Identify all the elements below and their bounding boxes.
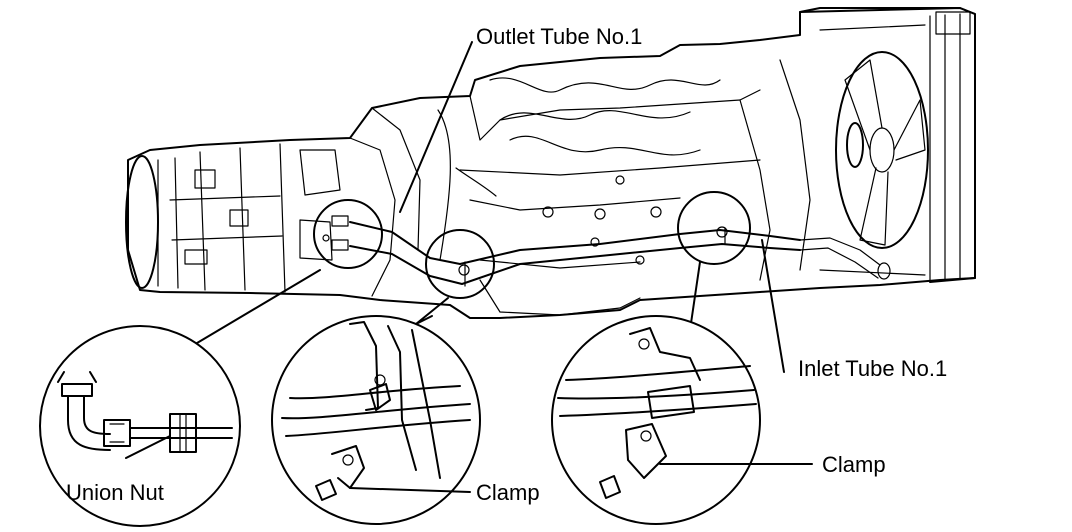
center-clamp-bolt — [458, 264, 470, 276]
label-clamp-right: Clamp — [822, 452, 886, 477]
right-clamp-detail — [551, 315, 813, 525]
center-clamp-detail — [271, 315, 481, 525]
label-union-nut: Union Nut — [66, 480, 164, 505]
union-nut-detail-marker — [313, 199, 383, 269]
right-clamp-detail-marker — [677, 191, 751, 265]
center-clamp-detail-marker — [425, 229, 495, 299]
label-inlet-tube: Inlet Tube No.1 — [798, 356, 947, 381]
union-nut-detail-marker-contents — [322, 215, 349, 251]
leader-inlet-tube — [761, 239, 785, 373]
leader-center-detail — [415, 297, 449, 325]
leader-outlet-tube — [399, 41, 473, 213]
union-nut-detail — [39, 325, 241, 527]
transmission-engine-assembly — [125, 7, 976, 319]
cooler-tubes — [349, 221, 801, 287]
leader-union-nut-detail — [191, 269, 321, 347]
label-outlet-tube: Outlet Tube No.1 — [476, 24, 642, 49]
right-clamp-bolt — [716, 226, 728, 238]
label-clamp-center: Clamp — [476, 480, 540, 505]
